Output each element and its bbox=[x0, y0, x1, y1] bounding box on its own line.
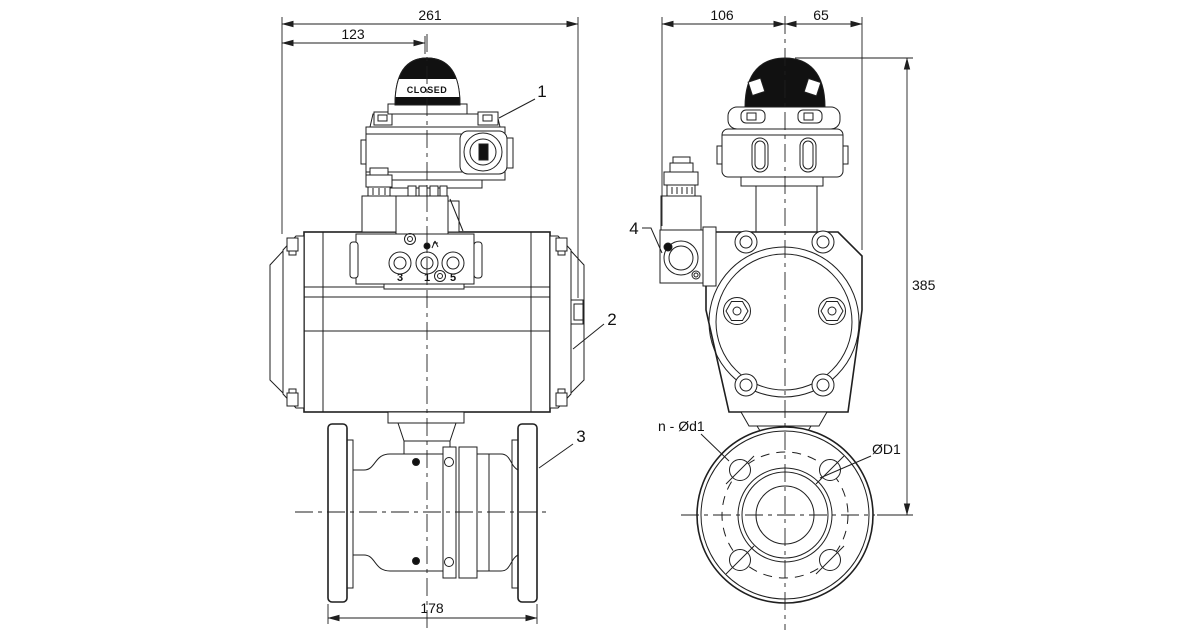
solenoid-coil bbox=[361, 195, 397, 233]
indicator-window bbox=[395, 79, 460, 97]
actuator-bore-circle-outer bbox=[708, 246, 860, 398]
mount-slot-right bbox=[799, 137, 817, 173]
connector-cap-side bbox=[669, 162, 694, 173]
port-label-5: 5 bbox=[450, 272, 456, 284]
dome-tab-right bbox=[803, 77, 822, 97]
solenoid-coil-side bbox=[660, 195, 702, 231]
right-bracket bbox=[570, 250, 585, 394]
side-centerlines bbox=[681, 16, 875, 630]
end-cap-bolts bbox=[734, 230, 835, 397]
callout-3-leader bbox=[538, 443, 574, 469]
port-5 bbox=[441, 251, 465, 275]
connector-cap bbox=[369, 167, 389, 176]
mounting-pad bbox=[387, 411, 465, 424]
mount-slot-left bbox=[751, 137, 769, 173]
callout-2: 2 bbox=[607, 310, 616, 329]
front-centerlines bbox=[295, 34, 549, 629]
box-base-side bbox=[740, 176, 824, 187]
box-bolt-tab-right bbox=[477, 111, 499, 126]
left-bracket bbox=[269, 250, 284, 394]
port-label-3: 3 bbox=[397, 272, 403, 284]
callout-4: 4 bbox=[629, 219, 638, 238]
actuator-end-cap-right bbox=[549, 235, 572, 409]
adapter-upper bbox=[740, 411, 828, 427]
flange-bolt-holes bbox=[725, 455, 845, 575]
bolt-holes-leader bbox=[700, 433, 730, 462]
dome-tab-left bbox=[747, 77, 766, 97]
gland-slot bbox=[478, 143, 489, 161]
solenoid-mount-plate bbox=[702, 226, 717, 287]
solenoid-valve-side bbox=[659, 156, 717, 287]
dim-overall-height: 385 bbox=[912, 277, 936, 293]
dim-overall-width: 261 bbox=[418, 7, 442, 23]
callout-1-leader bbox=[498, 98, 536, 119]
limit-switch-box-front: CLOSED bbox=[360, 57, 514, 189]
manifold-block bbox=[355, 233, 475, 285]
solenoid-connector-face bbox=[663, 240, 699, 276]
ball-valve-side: n - Ød1 ØD1 bbox=[658, 411, 901, 604]
dim-face-to-face: 178 bbox=[420, 600, 444, 616]
ball-valve-front bbox=[327, 422, 538, 603]
pilot-valve-body bbox=[395, 195, 449, 235]
dim-center-to-right: 65 bbox=[813, 7, 829, 23]
body-bolt-top bbox=[412, 458, 420, 466]
pilot-bracket bbox=[447, 200, 460, 233]
port-label-1: 1 bbox=[424, 272, 430, 284]
connector-body bbox=[365, 174, 393, 188]
connector-body-side bbox=[663, 171, 699, 186]
actuator-end-body bbox=[705, 231, 863, 413]
actuator-end-cap-left bbox=[282, 235, 305, 409]
body-joint-plate-1 bbox=[442, 446, 457, 579]
solenoid-valve-front: 3 1 5 bbox=[349, 167, 483, 290]
dim-left-to-centerline: 123 bbox=[341, 26, 365, 42]
body-joint-plate-2 bbox=[458, 446, 478, 579]
body-bolt-bottom bbox=[412, 557, 420, 565]
mount-neck bbox=[755, 185, 818, 233]
actuator-bore-circle-inner bbox=[715, 253, 853, 391]
callout-2-leader bbox=[572, 323, 605, 350]
front-callouts: 1 2 3 bbox=[498, 82, 617, 469]
callout-4-leader bbox=[642, 227, 663, 254]
callout-1: 1 bbox=[537, 82, 546, 101]
limit-switch-box-side bbox=[716, 57, 849, 233]
pneumatic-actuator-side bbox=[705, 230, 863, 413]
port-3 bbox=[388, 251, 412, 275]
exhaust-symbol bbox=[431, 240, 439, 249]
bolt-holes-label: n - Ød1 bbox=[658, 418, 705, 434]
callout-3: 3 bbox=[576, 427, 585, 446]
front-view: CLOSED bbox=[269, 7, 617, 629]
switch-box-side-body bbox=[721, 128, 844, 178]
stroke-adjust-hex-bolts bbox=[723, 297, 846, 325]
side-view: n - Ød1 ØD1 106 65 385 4 bbox=[629, 7, 936, 630]
bolt-circle-label: ØD1 bbox=[872, 441, 901, 457]
flange-left bbox=[327, 423, 348, 603]
front-dimensions: 261 123 178 bbox=[281, 7, 579, 624]
side-dimensions: 106 65 385 bbox=[661, 7, 936, 516]
side-callouts: 4 bbox=[629, 219, 663, 254]
bolt-circle-leader bbox=[819, 455, 872, 479]
flange-right bbox=[517, 423, 538, 603]
dim-center-to-left: 106 bbox=[710, 7, 734, 23]
